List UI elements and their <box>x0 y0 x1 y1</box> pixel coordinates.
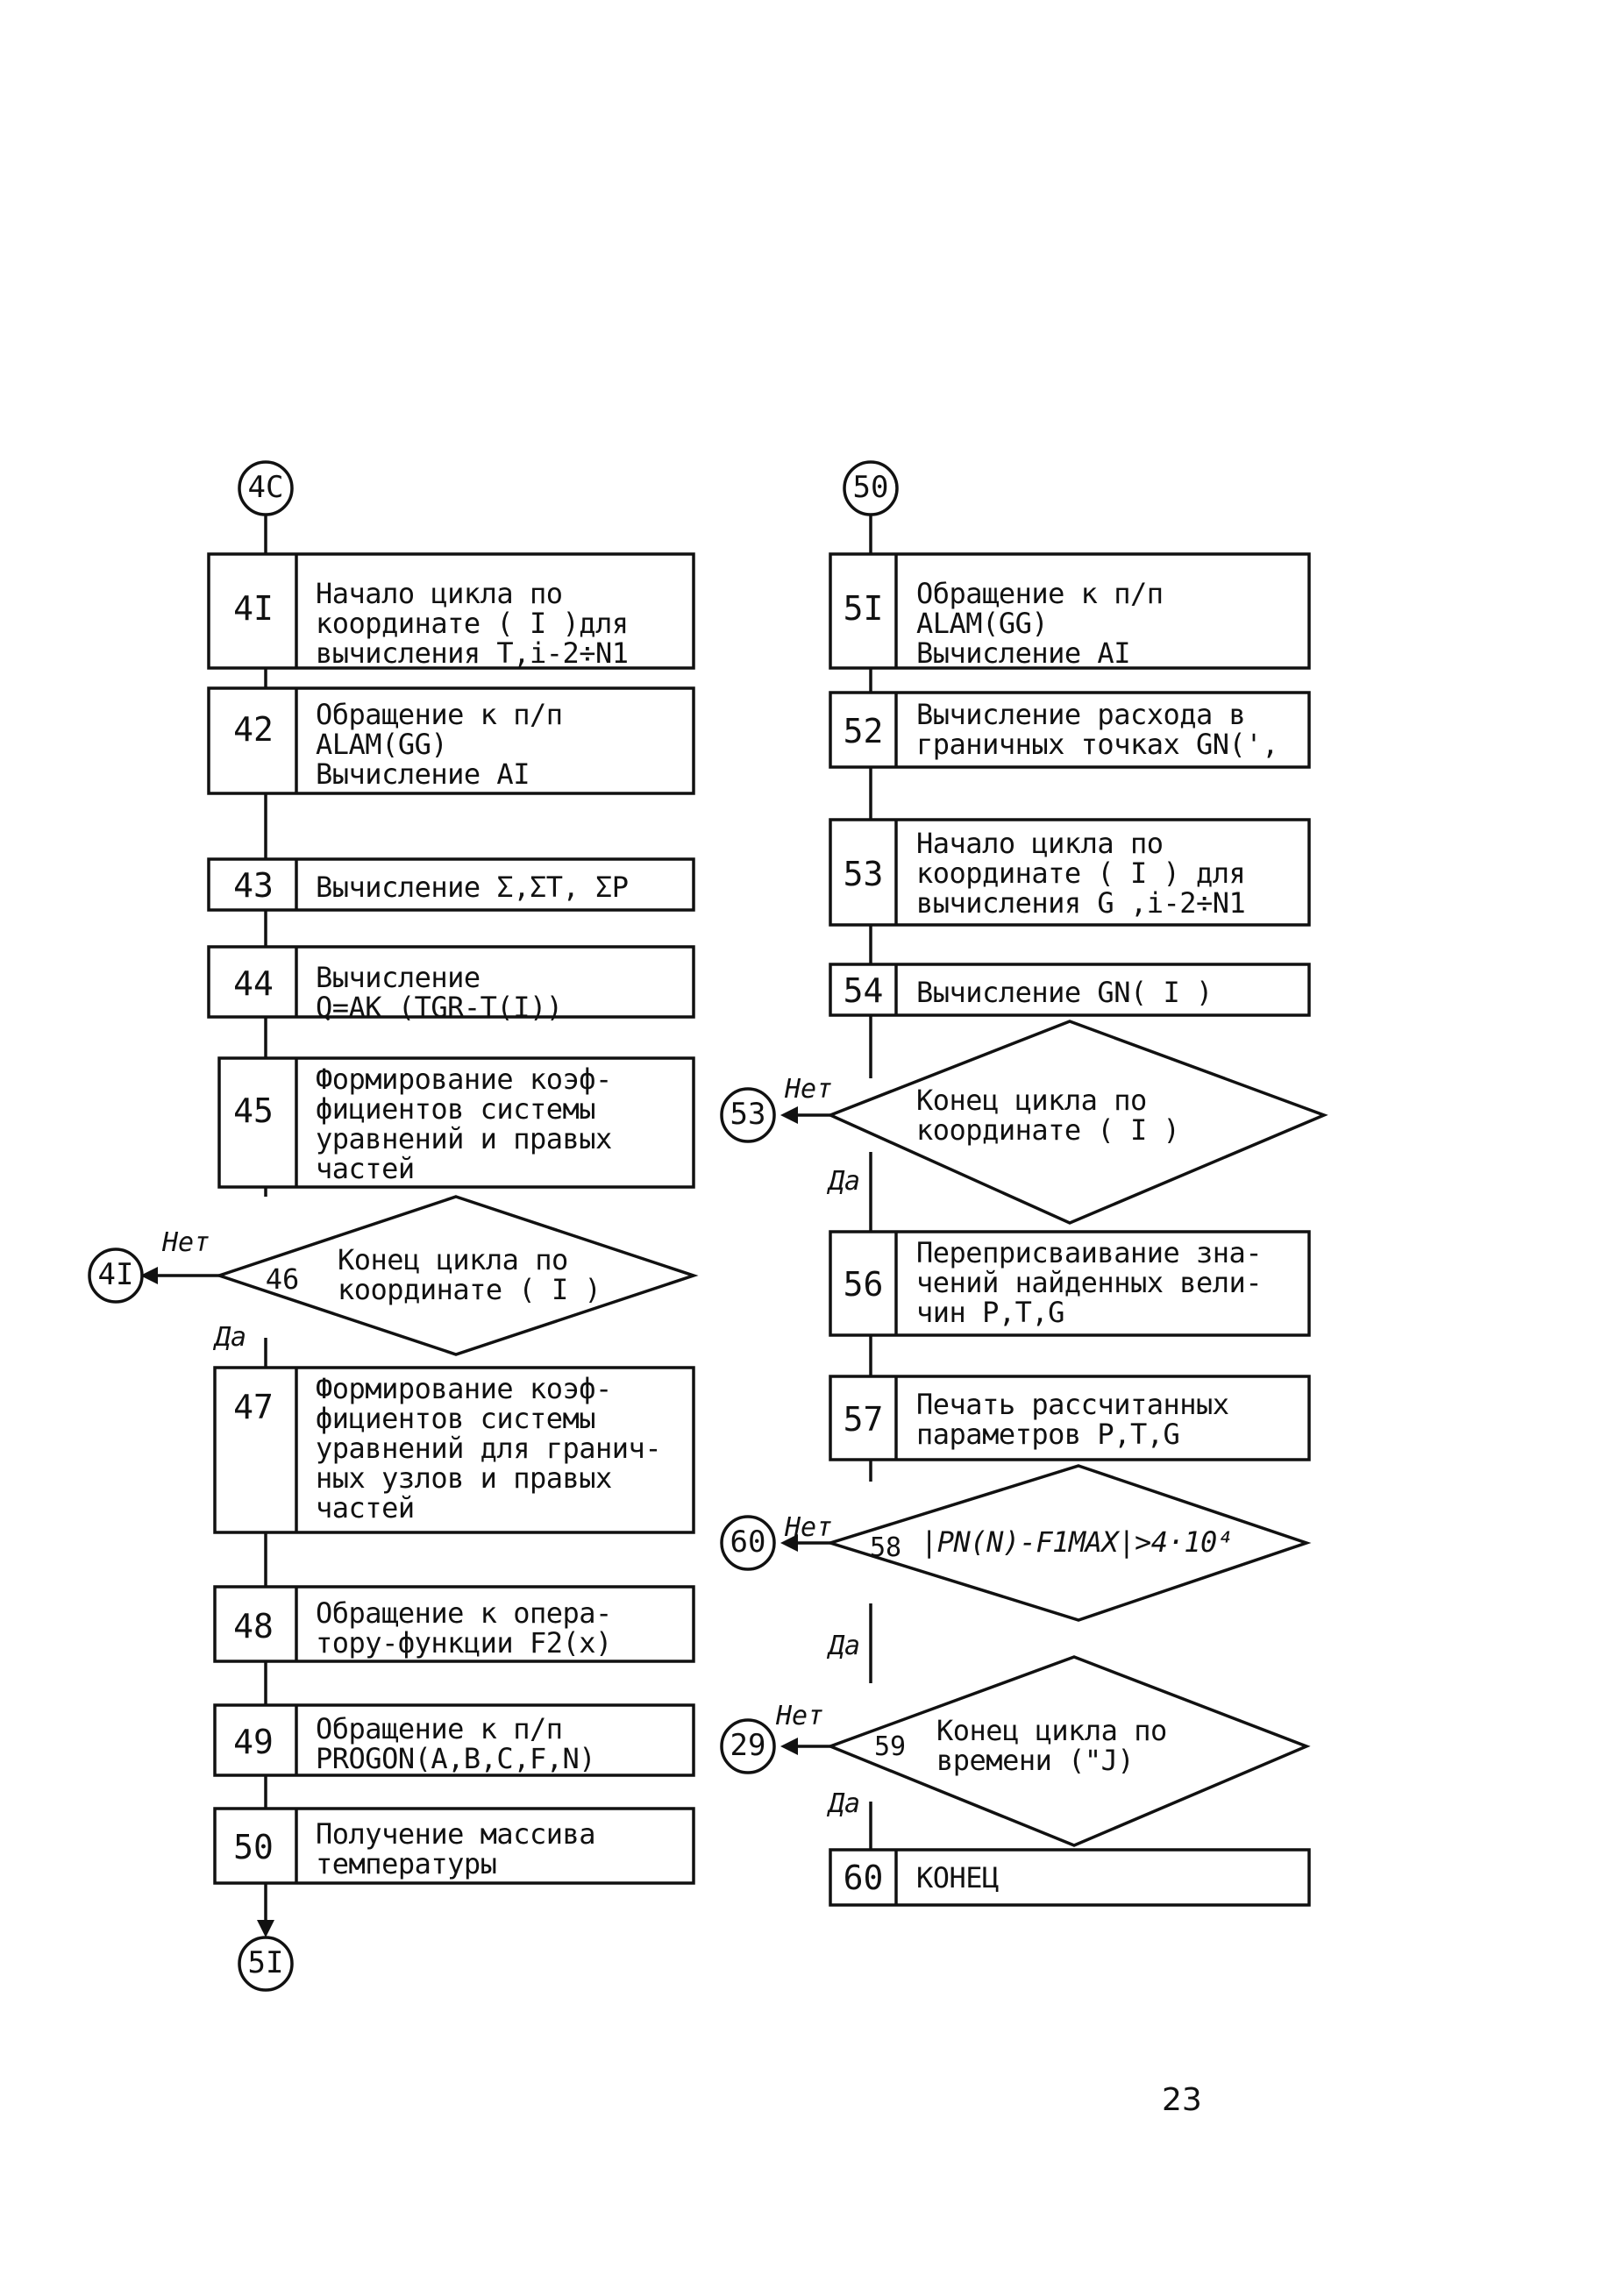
branch-55-yes: Да <box>829 1166 861 1197</box>
connector-41-circle <box>88 1248 144 1304</box>
block-60-number: 60 <box>843 1859 884 1897</box>
branch-59-no: Нет <box>776 1701 824 1731</box>
block-56-frame <box>829 1230 1311 1337</box>
block-49-frame <box>213 1703 695 1777</box>
branch-58-no: Нет <box>785 1512 833 1543</box>
block-56-text: Переприсваивание зна- чений найденных ве… <box>916 1236 1263 1329</box>
decision-55-frame <box>826 1020 1328 1225</box>
decision-59-frame <box>826 1655 1311 1847</box>
block-48-frame <box>213 1585 695 1663</box>
block-44-frame <box>207 945 695 1019</box>
branch-46-yes: Да <box>215 1322 247 1353</box>
branch-55-no: Нет <box>785 1074 833 1105</box>
block-53-number: 53 <box>843 855 884 893</box>
block-43-number: 43 <box>233 866 274 905</box>
block-54-number: 54 <box>843 971 884 1010</box>
block-60-frame <box>829 1848 1311 1907</box>
block-47-frame <box>213 1366 695 1534</box>
connector-53-label: 53 <box>730 1097 766 1132</box>
decision-55-text: Конец цикла по координате ( I ) <box>916 1084 1180 1147</box>
block-41-frame <box>207 552 695 670</box>
decision-58-frame <box>825 1464 1312 1622</box>
branch-46-no: Нет <box>162 1227 210 1258</box>
block-54-text: Вычисление GN( I ) <box>916 976 1213 1009</box>
connector-51-end-label: 5I <box>247 1945 284 1980</box>
block-42-number: 42 <box>233 710 274 749</box>
block-42-text: Обращение к п/п ALAM(GG) Вычисление AI <box>316 698 563 791</box>
block-54-frame <box>829 963 1311 1017</box>
block-48-text: Обращение к опера- тору-функции F2(x) <box>316 1596 612 1660</box>
branch-59-yes: Да <box>829 1788 861 1819</box>
block-52-frame <box>829 691 1311 769</box>
block-49-text: Обращение к п/п PROGON(A,B,C,F,N) <box>316 1712 596 1775</box>
block-45-text: Формирование коэф- фициентов системы ура… <box>316 1063 612 1185</box>
block-43-text: Вычисление Σ,ΣT, ΣP <box>316 871 629 904</box>
block-57-number: 57 <box>843 1400 884 1439</box>
decision-46-frame <box>214 1195 699 1356</box>
block-48-number: 48 <box>233 1607 274 1646</box>
block-45-number: 45 <box>233 1091 274 1130</box>
block-44-text: Вычисление Q=AK (TGR-T(I)) <box>316 961 563 1024</box>
block-41-text: Начало цикла по координате ( I )для вычи… <box>316 577 629 670</box>
block-51-text: Обращение к п/п ALAM(GG) Вычисление AI <box>916 577 1164 670</box>
connector-29-circle <box>720 1718 776 1774</box>
connector-50-label: 50 <box>852 470 889 505</box>
decision-46-text: Конец цикла по координате ( I ) <box>338 1243 602 1306</box>
block-43-frame <box>207 857 695 912</box>
connector-60-label: 60 <box>730 1525 766 1560</box>
block-57-frame <box>829 1375 1311 1461</box>
block-57-text: Печать рассчитанных параметров P,T,G <box>916 1388 1229 1451</box>
block-53-text: Начало цикла по координате ( I ) для выч… <box>916 827 1246 920</box>
block-52-text: Вычисление расхода в граничных точках GN… <box>916 698 1278 761</box>
block-60-text: КОНЕЦ <box>916 1861 999 1894</box>
block-47-number: 47 <box>233 1388 274 1426</box>
block-50-number: 50 <box>233 1828 274 1866</box>
connector-60-circle <box>720 1515 776 1571</box>
block-44-number: 44 <box>233 964 274 1003</box>
block-42-frame <box>207 686 695 795</box>
block-53-frame <box>829 818 1311 927</box>
decision-59-text: Конец цикла по времени ("J) <box>936 1714 1167 1777</box>
block-47-text: Формирование коэф- фициентов системы ура… <box>316 1372 662 1525</box>
block-50-frame <box>213 1807 695 1885</box>
decision-46-number: 46 <box>265 1262 300 1296</box>
branch-58-yes: Да <box>829 1631 861 1661</box>
block-49-number: 49 <box>233 1723 274 1761</box>
block-52-number: 52 <box>843 712 884 750</box>
connector-41-label: 4I <box>97 1257 134 1292</box>
block-56-number: 56 <box>843 1265 884 1304</box>
connector-53-circle <box>720 1087 776 1143</box>
block-51-frame <box>829 552 1311 670</box>
connector-51-circle <box>238 1936 294 1992</box>
connector-40-label: 4C <box>247 470 284 505</box>
connector-29-label: 29 <box>730 1728 766 1763</box>
decision-58-text: |PN(N)-F1MAX|>4·10⁴ <box>921 1525 1234 1559</box>
block-50-text: Получение массива температуры <box>316 1817 596 1880</box>
block-45-frame <box>217 1056 695 1189</box>
page-number: 23 <box>1162 2082 1202 2118</box>
block-51-number: 5I <box>843 589 884 628</box>
block-41-number: 4I <box>233 589 274 628</box>
decision-58-number: 58 <box>869 1532 902 1563</box>
decision-59-number: 59 <box>873 1731 907 1762</box>
